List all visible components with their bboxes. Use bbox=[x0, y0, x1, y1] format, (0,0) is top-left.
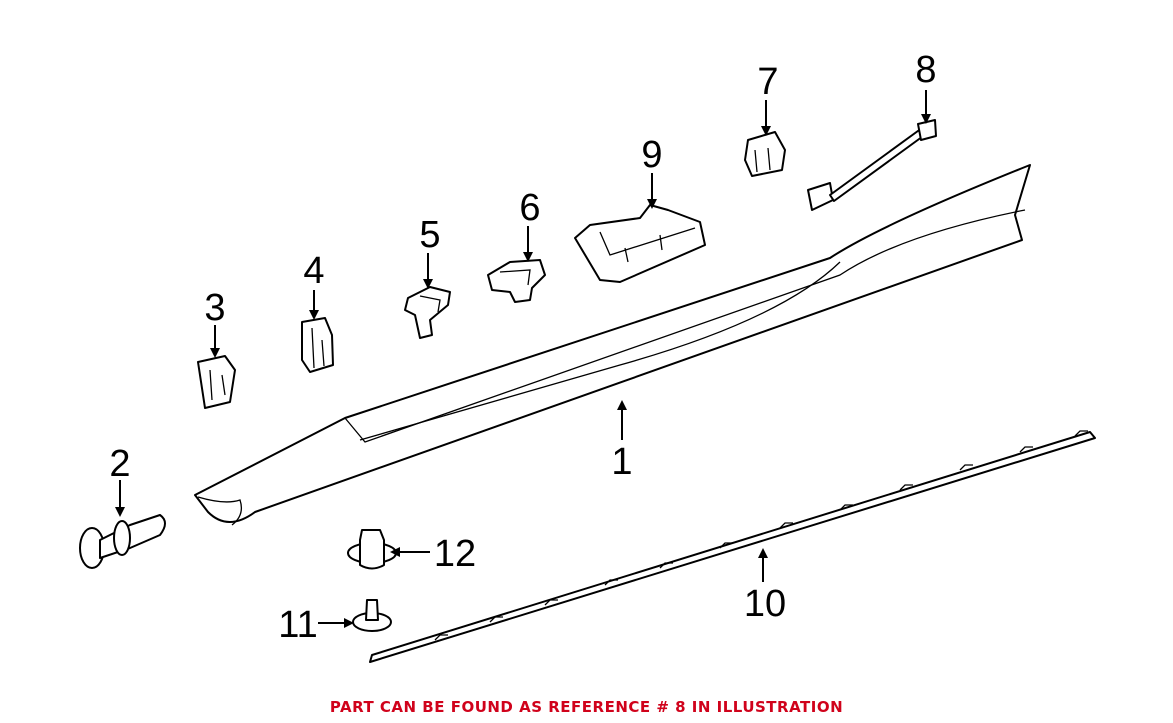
rocker-panel-part-1 bbox=[194, 164, 1031, 526]
callout-1: 1 bbox=[611, 441, 632, 483]
callout-6: 6 bbox=[519, 187, 540, 229]
callout-3: 3 bbox=[204, 287, 225, 329]
callout-12: 12 bbox=[434, 533, 476, 575]
callout-8: 8 bbox=[915, 49, 936, 91]
callout-11: 11 bbox=[278, 604, 317, 646]
callout-5: 5 bbox=[419, 214, 440, 256]
clip-part-7 bbox=[744, 131, 786, 177]
callout-9: 9 bbox=[641, 134, 662, 176]
clip-part-4 bbox=[301, 317, 334, 373]
callout-4: 4 bbox=[303, 250, 324, 292]
clip-part-3 bbox=[197, 355, 236, 409]
molding-strip-part-10 bbox=[369, 430, 1096, 663]
bracket-part-9 bbox=[574, 204, 706, 283]
push-rivet-part-2 bbox=[79, 514, 166, 569]
wire-harness-part-8 bbox=[807, 119, 937, 211]
reference-note: PART CAN BE FOUND AS REFERENCE # 8 IN IL… bbox=[329, 698, 844, 716]
pin-part-11 bbox=[352, 599, 392, 632]
clip-part-5 bbox=[404, 286, 451, 339]
grommet-part-12 bbox=[347, 529, 397, 570]
callout-10: 10 bbox=[744, 583, 786, 625]
callout-arrows bbox=[115, 90, 931, 628]
callout-2: 2 bbox=[109, 443, 130, 485]
clip-part-6 bbox=[487, 259, 546, 303]
callout-7: 7 bbox=[757, 61, 778, 103]
